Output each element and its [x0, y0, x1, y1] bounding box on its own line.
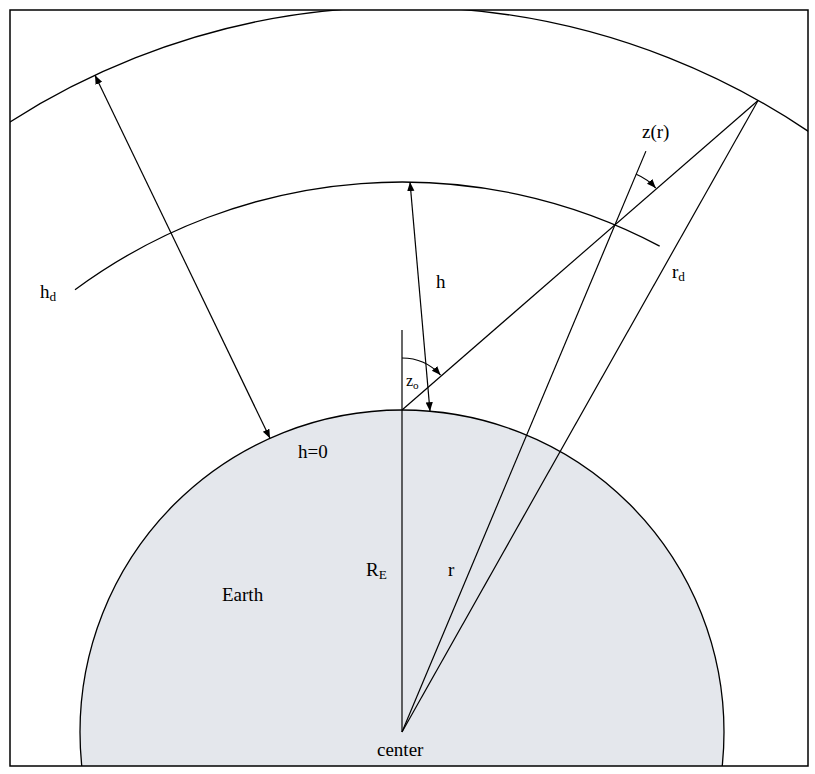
local-zenith-angle-arc: [636, 174, 655, 188]
surface-label: h=0: [298, 442, 328, 463]
earth-radius-label: RE: [366, 560, 387, 581]
radius-d-line: [402, 100, 758, 732]
radius-d-label: rd: [672, 262, 685, 283]
earth-label: Earth: [222, 585, 263, 606]
height-d-label: hd: [40, 282, 56, 303]
local-zenith-label: z(r): [642, 122, 669, 143]
height-shell-arc: [75, 182, 660, 290]
center-label: center: [377, 740, 423, 761]
outer-shell-arc: [10, 10, 808, 766]
zenith-line: [401, 330, 402, 732]
slant-path: [402, 100, 758, 410]
height-d-arrow: [95, 75, 270, 438]
zenith-angle-label: zo: [406, 372, 419, 390]
radius-label: r: [448, 560, 454, 581]
radius-line: [402, 151, 646, 732]
frame: [10, 10, 808, 766]
height-label: h: [436, 272, 446, 293]
